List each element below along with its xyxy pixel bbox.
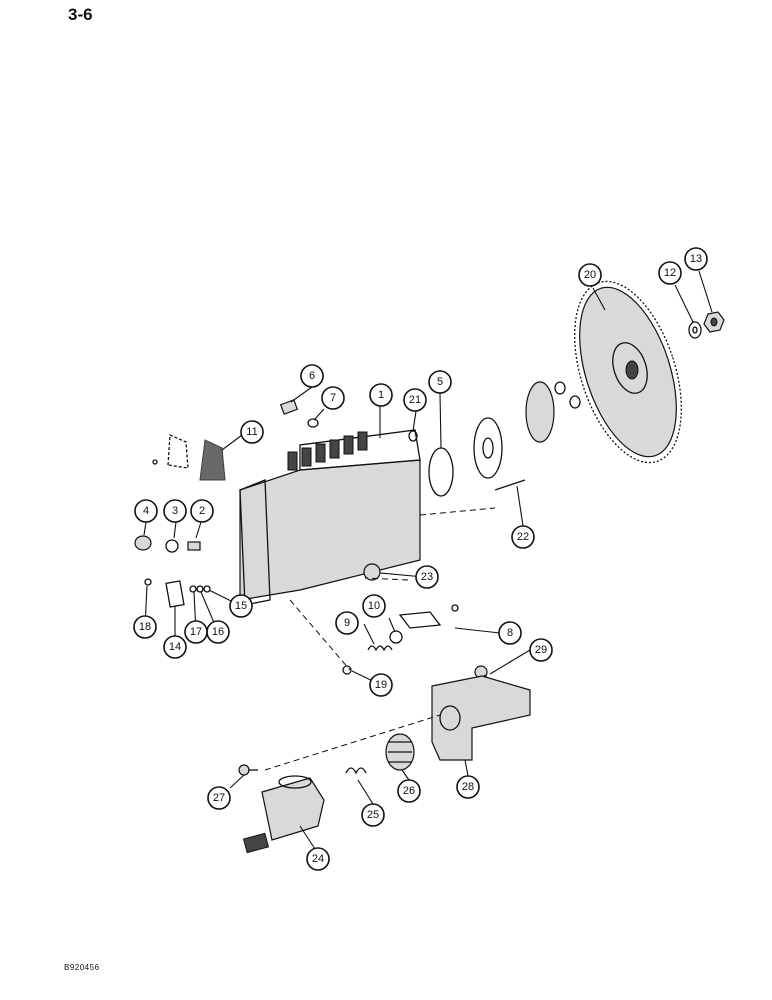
callout-7: 7 xyxy=(321,386,345,410)
spring-9-washer-10 xyxy=(367,630,403,652)
callout-14: 14 xyxy=(163,635,187,659)
o-ring-19 xyxy=(342,665,352,675)
washer-12 xyxy=(688,321,702,339)
callout-10: 10 xyxy=(362,594,386,618)
callout-16: 16 xyxy=(206,620,230,644)
callout-18: 18 xyxy=(133,615,157,639)
callout-23: 23 xyxy=(415,565,439,589)
svg-text:23: 23 xyxy=(421,571,433,583)
callout-28: 28 xyxy=(456,775,480,799)
o-ring-5 xyxy=(428,447,454,497)
spring-25 xyxy=(345,767,367,775)
callout-1: 1 xyxy=(369,383,393,407)
alignment-line xyxy=(419,507,496,516)
figure-code: B920456 xyxy=(64,963,100,972)
svg-text:27: 27 xyxy=(213,792,225,804)
svg-text:9: 9 xyxy=(344,617,350,629)
callout-26: 26 xyxy=(397,779,421,803)
stud-22 xyxy=(494,479,526,491)
svg-text:20: 20 xyxy=(584,269,596,281)
callout-12: 12 xyxy=(658,261,682,285)
svg-text:21: 21 xyxy=(409,394,421,406)
nut-13 xyxy=(703,311,725,333)
callout-3: 3 xyxy=(163,499,187,523)
cover-11 xyxy=(152,434,226,481)
bracket-28 xyxy=(431,675,531,761)
plugs-2-3-4 xyxy=(134,535,201,553)
callout-4: 4 xyxy=(134,499,158,523)
svg-text:25: 25 xyxy=(367,809,379,821)
svg-text:16: 16 xyxy=(212,626,224,638)
svg-text:19: 19 xyxy=(375,679,387,691)
drive-gear-20 xyxy=(574,280,682,464)
svg-text:12: 12 xyxy=(664,267,676,279)
fitting-6 xyxy=(279,399,299,415)
sleeve-26 xyxy=(385,733,415,771)
bracket-parts-14-18 xyxy=(144,578,211,608)
svg-text:6: 6 xyxy=(309,370,315,382)
svg-text:4: 4 xyxy=(143,505,149,517)
callout-17: 17 xyxy=(184,620,208,644)
svg-text:15: 15 xyxy=(235,600,247,612)
hub-plates xyxy=(473,381,581,479)
svg-text:1: 1 xyxy=(378,389,384,401)
alignment-line xyxy=(289,599,351,671)
svg-text:7: 7 xyxy=(330,392,336,404)
callout-25: 25 xyxy=(361,803,385,827)
svg-text:14: 14 xyxy=(169,641,181,653)
callout-2: 2 xyxy=(190,499,214,523)
callout-8: 8 xyxy=(498,621,522,645)
alignment-line xyxy=(264,714,441,771)
svg-text:3: 3 xyxy=(172,505,178,517)
alignment-line xyxy=(364,577,409,581)
callout-22: 22 xyxy=(511,525,535,549)
svg-text:8: 8 xyxy=(507,627,513,639)
callout-15: 15 xyxy=(229,594,253,618)
callout-19: 19 xyxy=(369,673,393,697)
callout-11: 11 xyxy=(240,420,264,444)
callout-13: 13 xyxy=(684,247,708,271)
svg-text:17: 17 xyxy=(190,626,202,638)
svg-text:13: 13 xyxy=(690,253,702,265)
svg-text:24: 24 xyxy=(312,853,324,865)
svg-text:5: 5 xyxy=(437,376,443,388)
callout-5: 5 xyxy=(428,370,452,394)
callout-9: 9 xyxy=(335,611,359,635)
callout-6: 6 xyxy=(300,364,324,388)
svg-text:2: 2 xyxy=(199,505,205,517)
svg-text:10: 10 xyxy=(368,600,380,612)
svg-text:11: 11 xyxy=(246,426,257,438)
injection-pump-1 xyxy=(239,429,421,606)
solenoid-24 xyxy=(242,775,325,854)
svg-text:18: 18 xyxy=(139,621,151,633)
lever-8 xyxy=(398,604,459,629)
svg-text:28: 28 xyxy=(462,781,474,793)
page-number: 3-6 xyxy=(68,5,93,24)
callout-27: 27 xyxy=(207,786,231,810)
svg-text:29: 29 xyxy=(535,644,547,656)
callout-29: 29 xyxy=(529,638,553,662)
callout-21: 21 xyxy=(403,388,427,412)
callout-24: 24 xyxy=(306,847,330,871)
screw-27 xyxy=(238,764,258,776)
leader-lines xyxy=(143,270,713,850)
spacer-23 xyxy=(363,563,381,581)
svg-text:26: 26 xyxy=(403,785,415,797)
callout-20: 20 xyxy=(578,263,602,287)
washer-7 xyxy=(307,418,319,428)
svg-text:22: 22 xyxy=(517,531,529,543)
